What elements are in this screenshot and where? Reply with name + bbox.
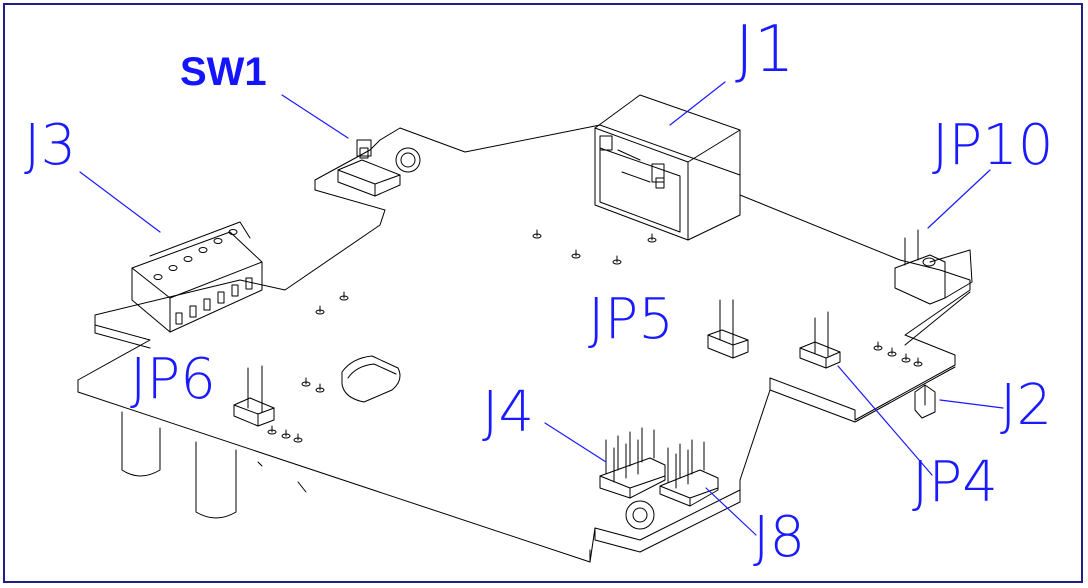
crystal-oscillator [341,355,401,403]
label-j3: J3 [24,113,77,178]
test-points [267,229,923,443]
label-j8: J8 [753,505,806,570]
pcb-board-edge-right [769,291,971,423]
jp10-header [894,229,973,305]
j3-terminal-block [131,221,263,333]
sw1-switch [337,139,421,197]
jp4-header [799,311,841,369]
j1-rj45-jack [594,94,741,241]
leader-jp4 [837,365,933,476]
label-j1: J1 [735,13,795,87]
leader-j8 [705,487,757,536]
pcb-board-outline [77,124,971,563]
label-jp5: JP5 [588,287,674,352]
leader-j3 [79,171,161,233]
j4-header [599,427,666,499]
pcb-board-edge [77,324,956,563]
leader-jp10 [927,169,991,229]
leader-j4 [544,422,607,463]
leader-j1 [669,81,726,126]
leader-lines [79,81,1004,536]
label-sw1: SW1 [180,50,267,94]
j8-header [625,439,719,530]
diagram-frame [3,3,1083,583]
label-jp4: JP4 [912,450,998,515]
leader-j2 [939,399,1004,409]
label-jp10: JP10 [932,113,1054,178]
jp6-header [233,365,275,427]
label-j2: J2 [1000,373,1053,438]
jp5-header [707,299,749,359]
j2-connector [914,384,936,419]
label-jp6: JP6 [130,347,216,412]
electrolytic-capacitors [121,411,307,519]
leader-sw1 [281,94,349,139]
label-j4: J4 [482,380,535,445]
